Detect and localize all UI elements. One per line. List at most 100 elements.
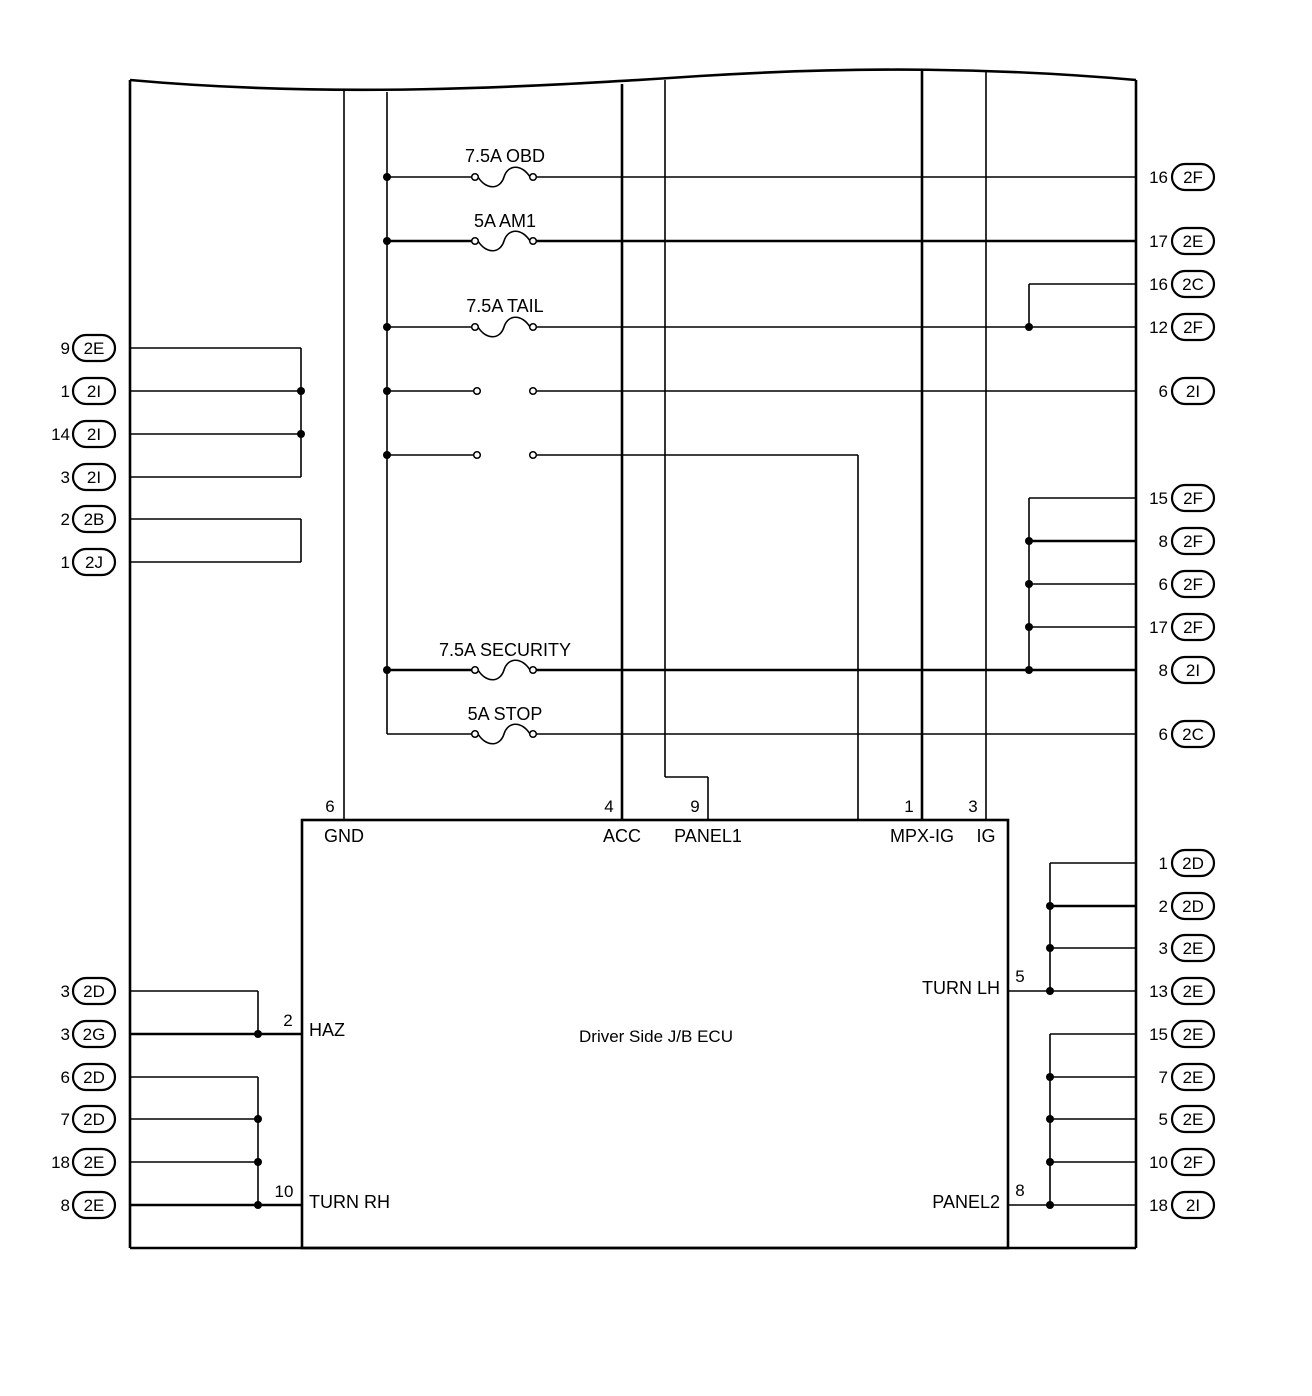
connector-id: 2E <box>1183 939 1204 958</box>
connector-id: 2F <box>1183 575 1203 594</box>
connector-id: 2E <box>1183 1068 1204 1087</box>
connector-id: 2D <box>1182 854 1204 873</box>
connector-pin-number: 15 <box>1149 1025 1168 1044</box>
connector-id: 2E <box>1183 1110 1204 1129</box>
connector-callout: 14 2I <box>51 419 117 449</box>
fuse-stop-label: 5A STOP <box>468 704 543 724</box>
pin-turnrh-number: 10 <box>275 1182 294 1201</box>
connector-pin-number: 3 <box>1159 939 1168 958</box>
connector-pin-number: 6 <box>1159 725 1168 744</box>
connector-id: 2E <box>1183 1025 1204 1044</box>
connector-oval <box>1170 1062 1216 1092</box>
connector-oval <box>1170 933 1216 963</box>
left-top-splice <box>130 347 305 563</box>
connector-oval <box>1170 1190 1216 1220</box>
connector-id: 2J <box>85 553 103 572</box>
connector-oval <box>1170 891 1216 921</box>
connector-id: 2B <box>84 510 105 529</box>
connector-pin-number: 13 <box>1149 982 1168 1001</box>
connector-id: 2I <box>1186 1196 1200 1215</box>
connector-oval <box>1170 269 1216 299</box>
fuse-security-label: 7.5A SECURITY <box>439 640 571 660</box>
connector-callout: 15 2E <box>1149 1019 1216 1049</box>
ecu-title: Driver Side J/B ECU <box>579 1027 733 1046</box>
connector-callout: 18 2I <box>1149 1190 1216 1220</box>
fuse-obd-symbol <box>477 166 531 188</box>
connector-id: 2D <box>83 982 105 1001</box>
connector-id: 2F <box>1183 489 1203 508</box>
connector-oval <box>71 504 117 534</box>
pin-panel2-number: 8 <box>1015 1181 1024 1200</box>
connector-pin-number: 2 <box>61 510 70 529</box>
connector-oval <box>71 547 117 577</box>
right-security-splice <box>1025 497 1136 674</box>
ecu-pin-labels: 6 GND 4 ACC 9 PANEL1 1 MPX-IG 3 IG 2 HAZ… <box>275 797 1025 1212</box>
pin-haz-number: 2 <box>283 1011 292 1030</box>
connector-pin-number: 6 <box>1159 575 1168 594</box>
connector-pin-number: 14 <box>51 425 70 444</box>
connector-id: 2E <box>84 339 105 358</box>
connector-id: 2I <box>87 425 101 444</box>
connector-callout: 13 2E <box>1149 976 1216 1006</box>
connector-callout: 6 2F <box>1159 569 1216 599</box>
connector-id: 2F <box>1183 532 1203 551</box>
connector-pin-number: 2 <box>1159 897 1168 916</box>
left-bottom-wiring <box>130 990 302 1209</box>
connector-id: 2G <box>83 1025 106 1044</box>
connector-callout: 2 2B <box>61 504 117 534</box>
connector-oval <box>1170 226 1216 256</box>
connector-oval <box>71 1062 117 1092</box>
connector-oval <box>71 1190 117 1220</box>
fuse-tail-label: 7.5A TAIL <box>466 296 543 316</box>
pin-panel1-name: PANEL1 <box>674 826 742 846</box>
fuse-obd-label: 7.5A OBD <box>465 146 545 166</box>
fuse-tail-symbol <box>477 316 531 338</box>
pin-acc-number: 4 <box>604 797 613 816</box>
connector-pin-number: 8 <box>61 1196 70 1215</box>
connector-oval <box>1170 312 1216 342</box>
connector-pin-number: 1 <box>61 382 70 401</box>
connector-oval <box>1170 1019 1216 1049</box>
connector-id: 2D <box>83 1068 105 1087</box>
connector-oval <box>1170 848 1216 878</box>
junction-block-outline <box>128 68 1138 1250</box>
connector-pin-number: 5 <box>1159 1110 1168 1129</box>
top-feed-wires <box>343 70 987 820</box>
connector-pin-number: 1 <box>1159 854 1168 873</box>
connector-pin-number: 6 <box>1159 382 1168 401</box>
pin-haz-name: HAZ <box>309 1020 345 1040</box>
connector-oval <box>71 1019 117 1049</box>
connector-id: 2E <box>1183 232 1204 251</box>
connector-callout: 5 2E <box>1159 1104 1216 1134</box>
pin-ig-name: IG <box>976 826 995 846</box>
fuse-security-symbol <box>477 659 531 681</box>
connector-id: 2I <box>1186 382 1200 401</box>
connector-pin-number: 18 <box>1149 1196 1168 1215</box>
fuse-branches: 7.5A OBD 5A AM1 7.5A TAIL <box>383 146 1136 820</box>
connector-oval <box>1170 719 1216 749</box>
connector-id: 2F <box>1183 318 1203 337</box>
pin-acc-name: ACC <box>603 826 641 846</box>
connector-id: 2E <box>84 1153 105 1172</box>
connector-callout: 6 2I <box>1159 376 1216 406</box>
connector-pin-number: 8 <box>1159 661 1168 680</box>
connector-id: 2E <box>1183 982 1204 1001</box>
